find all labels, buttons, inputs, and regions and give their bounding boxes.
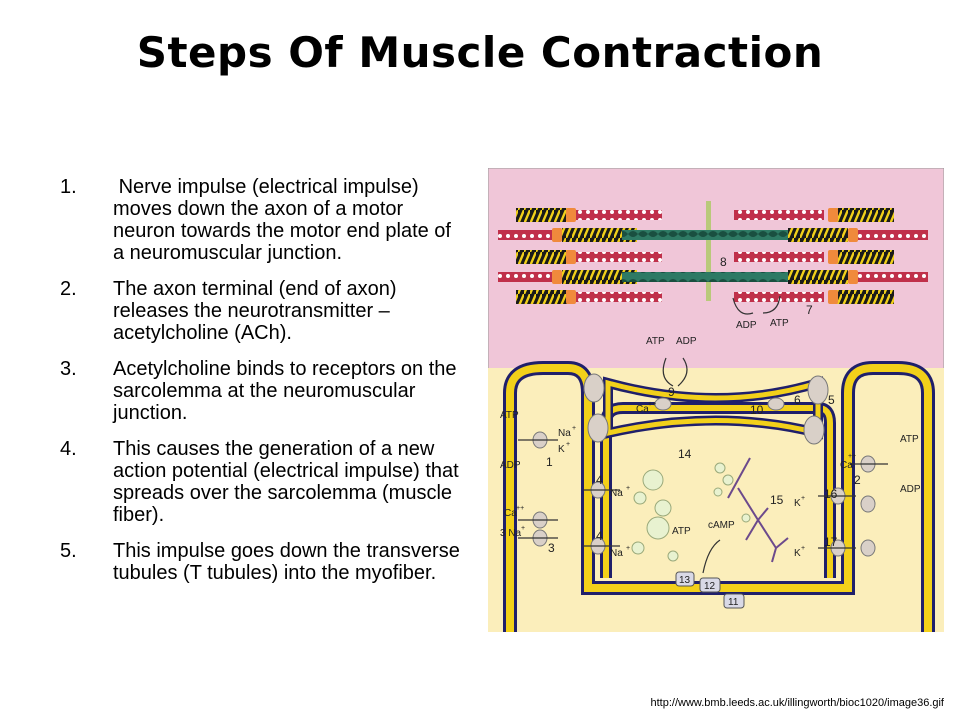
label-ca-sr-left: Ca (636, 404, 649, 415)
label-plus-7: + (801, 545, 805, 552)
label-plusplus-1: ++ (648, 401, 656, 408)
label-plus-5: + (521, 525, 525, 532)
steps-list: 1. Nerve impulse (electrical impulse) mo… (60, 176, 460, 598)
source-url: http://www.bmb.leeds.ac.uk/illingworth/b… (650, 697, 945, 709)
label-n4a: 4 (596, 473, 603, 487)
label-n5: 5 (828, 393, 835, 407)
step-number: 4. (60, 438, 77, 460)
label-k-right2: K (794, 548, 801, 559)
step-number: 3. (60, 358, 77, 380)
label-n9: 9 (668, 385, 675, 399)
step-text: The axon terminal (end of axon) releases… (113, 278, 397, 344)
label-n17: 17 (824, 535, 838, 549)
step-number: 2. (60, 278, 77, 300)
label-na-mid2: Na (610, 548, 623, 559)
label-n8: 8 (720, 255, 727, 269)
label-n15: 15 (770, 493, 784, 507)
label-adp-top-left: ADP (676, 336, 697, 347)
ion-arrows (518, 439, 888, 574)
label-plus-1: + (572, 425, 576, 432)
label-ca-left: Ca (504, 508, 517, 519)
label-plusplus-3: ++ (516, 505, 524, 512)
label-camp: cAMP (708, 520, 735, 531)
label-plus-2: + (566, 441, 570, 448)
label-adp-top-right: ADP (736, 320, 757, 331)
step-item: 1. Nerve impulse (electrical impulse) mo… (60, 176, 460, 264)
label-n11: 11 (728, 597, 739, 608)
label-n14: 14 (678, 447, 692, 461)
label-n16: 16 (824, 487, 838, 501)
label-plusplus-2: ++ (848, 453, 856, 460)
label-atp-left: ATP (500, 410, 519, 421)
signaling-branches (727, 457, 789, 563)
number-boxes (675, 571, 745, 609)
label-k-left: K (558, 444, 565, 455)
step-number: 1. (60, 176, 77, 198)
label-atp-right: ATP (900, 434, 919, 445)
label-na-mid1: Na (610, 488, 623, 499)
label-ca-right: Ca (840, 460, 853, 471)
label-atp-top-left: ATP (646, 336, 665, 347)
label-na3-left: 3 Na (500, 528, 522, 539)
diagram-labels: 8 7 ADP ATP ATP ADP 9 Ca ++ 10 6 5 ATP A… (500, 255, 921, 608)
label-atp-top-right: ATP (770, 318, 789, 329)
step-text: This impulse goes down the transverse tu… (113, 540, 460, 584)
top-cycle-arrows (662, 295, 781, 387)
label-n1: 1 (546, 455, 553, 469)
label-n13: 13 (679, 575, 691, 586)
label-na-left: Na (558, 428, 571, 439)
label-n10: 10 (750, 403, 764, 417)
label-adp-right: ADP (900, 484, 921, 495)
label-n12: 12 (704, 581, 716, 592)
step-item: 3. Acetylcholine binds to receptors on th… (60, 358, 460, 424)
vesicles (631, 462, 751, 562)
muscle-contraction-diagram: 8 7 ADP ATP ATP ADP 9 Ca ++ 10 6 5 ATP A… (488, 168, 944, 632)
step-text: This causes the generation of a new acti… (113, 438, 459, 526)
label-n7: 7 (806, 303, 813, 317)
step-item: 5. This impulse goes down the transverse … (60, 540, 460, 584)
step-text: Acetylcholine binds to receptors on the … (113, 358, 463, 424)
label-n2: 2 (854, 473, 861, 487)
label-n6: 6 (794, 393, 801, 407)
label-n3: 3 (548, 541, 555, 555)
step-item: 4. This causes the generation of a new ac… (60, 438, 460, 526)
label-atp-bottom: ATP (672, 526, 691, 537)
step-item: 2. The axon terminal (end of axon) releas… (60, 278, 460, 344)
label-n4b: 4 (596, 529, 603, 543)
myofibril-bands (498, 201, 928, 304)
slide-title: Steps Of Muscle Contraction (136, 28, 824, 77)
step-number: 5. (60, 540, 77, 562)
step-text: Nerve impulse (electrical impulse) moves… (113, 176, 457, 264)
label-plus-4: + (801, 495, 805, 502)
label-adp-left: ADP (500, 460, 521, 471)
label-plus-6: + (626, 545, 630, 552)
receptor-proteins (532, 373, 876, 557)
label-k-right1: K (794, 498, 801, 509)
label-plus-3: + (626, 485, 630, 492)
